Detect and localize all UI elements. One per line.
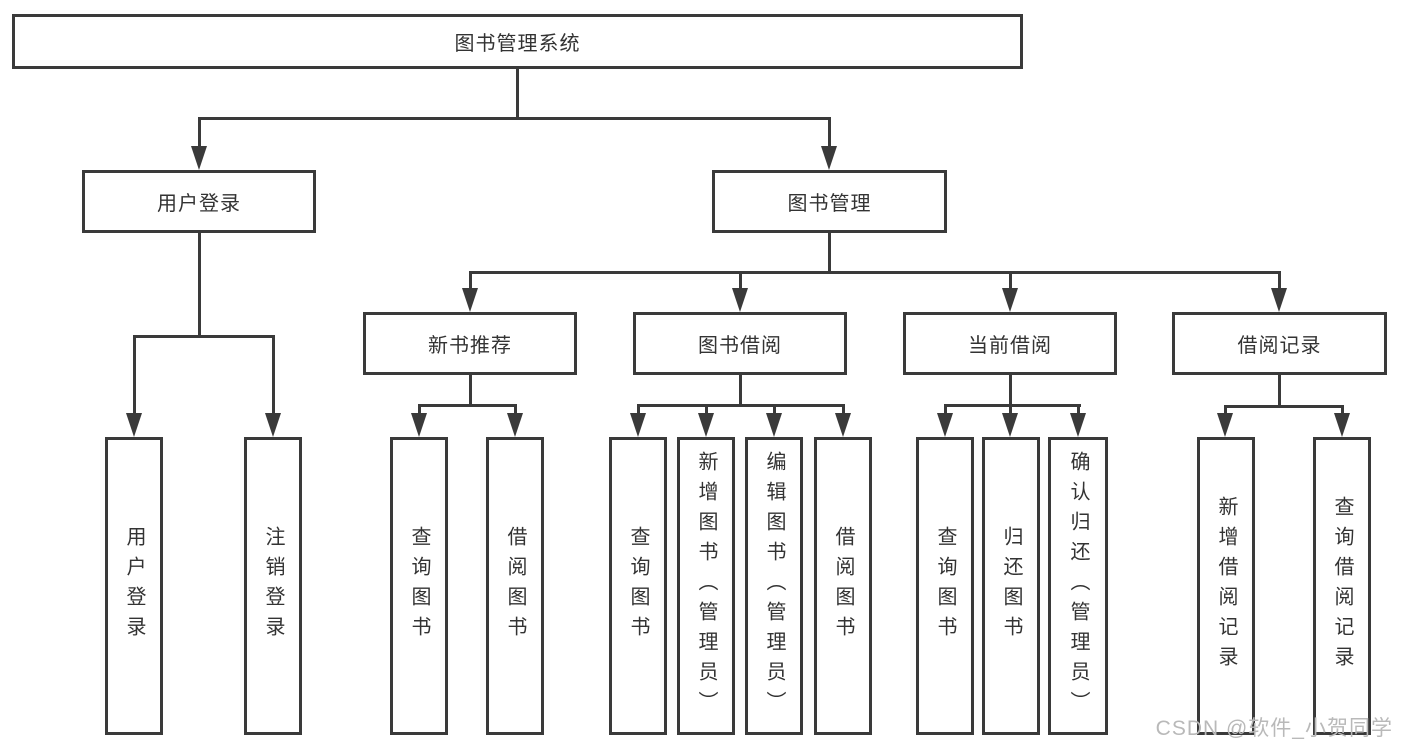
arrowhead-confirm-return — [1070, 413, 1086, 437]
node-user-login-label: 用户登录 — [157, 193, 241, 215]
leaf-query-borrow-record: 查询借阅记录 — [1313, 437, 1371, 735]
leaf-borrow-books-2: 借阅图书 — [814, 437, 872, 735]
leaf-edit-book-admin-label: 编辑图书（管理员） — [763, 451, 785, 721]
node-new-book-recommend-label: 新书推荐 — [428, 335, 512, 357]
leaf-confirm-return-admin-label: 确认归还（管理员） — [1067, 451, 1089, 721]
node-book-borrow: 图书借阅 — [633, 312, 847, 375]
node-book-borrow-label: 图书借阅 — [698, 335, 782, 357]
connector-stub-borrow-books-recommend — [514, 404, 517, 416]
leaf-add-borrow-record: 新增借阅记录 — [1197, 437, 1255, 735]
connector-current-rail — [944, 404, 1081, 407]
leaf-query-books-recommend-label: 查询图书 — [408, 526, 430, 646]
connector-stub-user-login — [198, 117, 201, 149]
connector-stub-edit-book — [773, 404, 776, 416]
arrowhead-new-book-recommend — [462, 288, 478, 312]
connector-stub-query-books-recommend — [418, 404, 421, 416]
leaf-query-books-borrow-label: 查询图书 — [627, 526, 649, 646]
leaf-edit-book-admin: 编辑图书（管理员） — [745, 437, 803, 735]
connector-stub-confirm-return — [1077, 404, 1080, 416]
arrowhead-return-book — [1002, 413, 1018, 437]
arrowhead-query-books-recommend — [411, 413, 427, 437]
connector-recommend-rail — [418, 404, 517, 407]
node-new-book-recommend: 新书推荐 — [363, 312, 577, 375]
node-current-borrow: 当前借阅 — [903, 312, 1117, 375]
node-root: 图书管理系统 — [12, 14, 1023, 69]
connector-records-rail — [1224, 405, 1344, 408]
connector-stub-leaf-user-login — [133, 335, 136, 415]
arrowhead-leaf-logout — [265, 413, 281, 437]
connector-stub-return-book — [1009, 404, 1012, 416]
connector-level3-rail — [469, 271, 1281, 274]
connector-records-stem — [1278, 375, 1281, 408]
arrowhead-add-borrow-record — [1217, 413, 1233, 437]
arrowhead-current-borrow — [1002, 288, 1018, 312]
node-user-login: 用户登录 — [82, 170, 316, 233]
connector-user-login-stem — [198, 233, 201, 337]
arrowhead-user-login — [191, 146, 207, 170]
connector-stub-book-management — [828, 117, 831, 149]
leaf-logout: 注销登录 — [244, 437, 302, 735]
leaf-add-borrow-record-label: 新增借阅记录 — [1215, 496, 1237, 676]
connector-current-stem — [1009, 375, 1012, 407]
connector-stub-book-borrow — [739, 271, 742, 291]
arrowhead-query-borrow-record — [1334, 413, 1350, 437]
arrowhead-add-book — [698, 413, 714, 437]
arrowhead-book-borrow — [732, 288, 748, 312]
arrowhead-borrow-books-2 — [835, 413, 851, 437]
leaf-return-book: 归还图书 — [982, 437, 1040, 735]
arrowhead-borrow-records — [1271, 288, 1287, 312]
connector-stub-new-book-recommend — [469, 271, 472, 291]
leaf-user-login-label: 用户登录 — [123, 526, 145, 646]
leaf-query-books-borrow: 查询图书 — [609, 437, 667, 735]
node-current-borrow-label: 当前借阅 — [968, 335, 1052, 357]
arrowhead-edit-book — [766, 413, 782, 437]
arrowhead-borrow-books-recommend — [507, 413, 523, 437]
connector-stub-leaf-logout — [272, 335, 275, 415]
node-root-label: 图书管理系统 — [454, 33, 581, 55]
connector-stub-current-borrow — [1009, 271, 1012, 291]
leaf-logout-label: 注销登录 — [262, 526, 284, 646]
arrowhead-book-management — [821, 146, 837, 170]
connector-stub-add-book — [705, 404, 708, 416]
connector-stub-query-books-current — [944, 404, 947, 416]
connector-user-login-rail — [133, 335, 275, 338]
node-book-management-label: 图书管理 — [787, 193, 872, 215]
leaf-add-book-admin: 新增图书（管理员） — [677, 437, 735, 735]
leaf-return-book-label: 归还图书 — [1000, 526, 1022, 646]
connector-stub-borrow-records — [1278, 271, 1281, 291]
leaf-user-login: 用户登录 — [105, 437, 163, 735]
node-borrow-records-label: 借阅记录 — [1237, 335, 1322, 357]
leaf-borrow-books-recommend: 借阅图书 — [486, 437, 544, 735]
connector-stub-borrow-books-2 — [842, 404, 845, 416]
node-book-management: 图书管理 — [712, 170, 947, 233]
connector-borrow-rail — [637, 404, 845, 407]
leaf-borrow-books-2-label: 借阅图书 — [832, 526, 854, 646]
leaf-query-books-current: 查询图书 — [916, 437, 974, 735]
leaf-add-book-admin-label: 新增图书（管理员） — [695, 451, 717, 721]
connector-recommend-stem — [469, 375, 472, 407]
arrowhead-leaf-user-login — [126, 413, 142, 437]
leaf-confirm-return-admin: 确认归还（管理员） — [1048, 437, 1108, 735]
connector-stub-add-borrow-record — [1224, 405, 1227, 416]
csdn-watermark: CSDN @软件_小贺同学 — [1155, 717, 1393, 740]
node-borrow-records: 借阅记录 — [1172, 312, 1387, 375]
connector-borrow-stem — [739, 375, 742, 407]
connector-level2-rail — [198, 117, 831, 120]
leaf-query-borrow-record-label: 查询借阅记录 — [1331, 496, 1353, 676]
leaf-query-books-current-label: 查询图书 — [934, 526, 956, 646]
connector-stub-query-books-borrow — [637, 404, 640, 416]
connector-root-stem — [516, 69, 519, 117]
connector-stub-query-borrow-record — [1341, 405, 1344, 416]
arrowhead-query-books-borrow — [630, 413, 646, 437]
leaf-query-books-recommend: 查询图书 — [390, 437, 448, 735]
leaf-borrow-books-recommend-label: 借阅图书 — [504, 526, 526, 646]
arrowhead-query-books-current — [937, 413, 953, 437]
connector-book-management-stem — [828, 233, 831, 274]
